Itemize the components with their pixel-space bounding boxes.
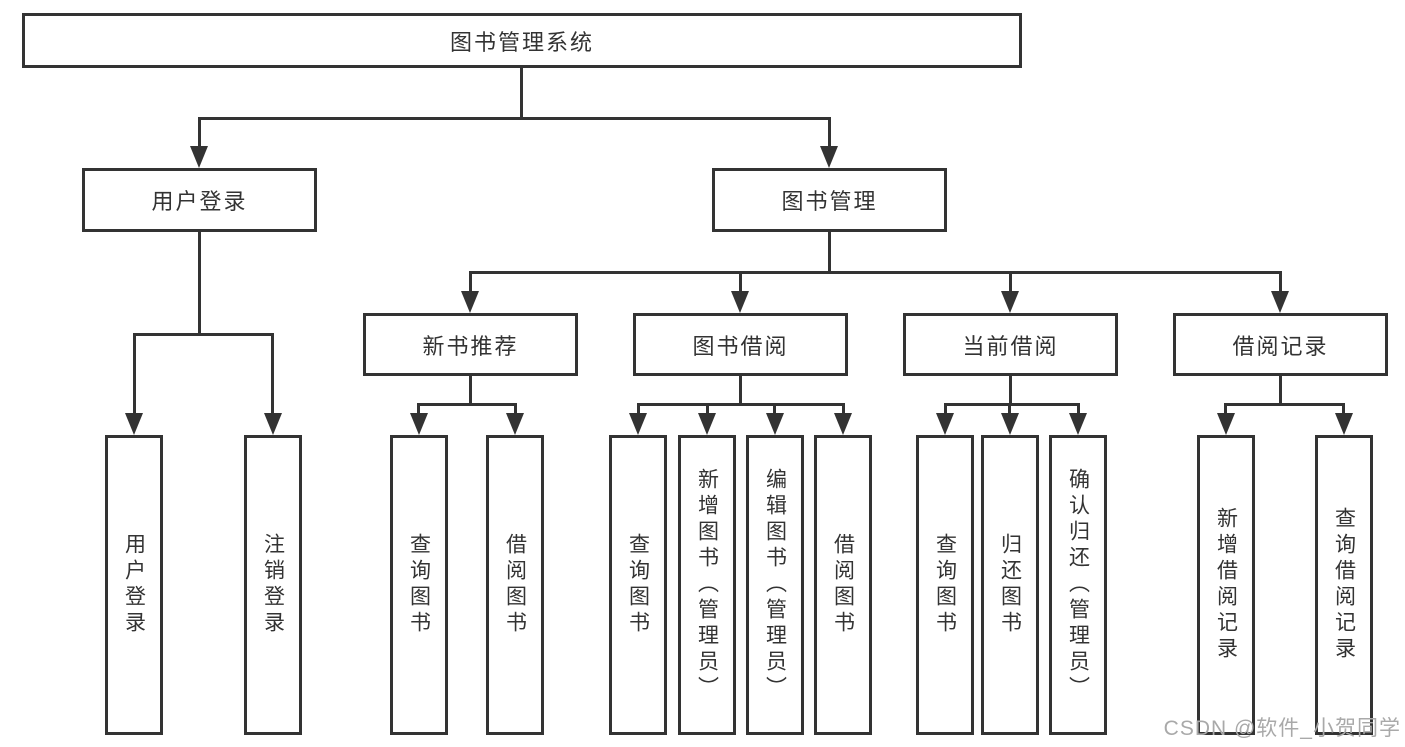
arrow-down-icon: [1001, 291, 1019, 313]
arrow-down-icon: [1069, 413, 1087, 435]
arrow-down-icon: [698, 413, 716, 435]
connector-line: [469, 271, 472, 295]
connector-line: [1224, 403, 1227, 416]
arrow-down-icon: [629, 413, 647, 435]
leaf-logout: 注销登录: [244, 435, 302, 735]
arrow-down-icon: [936, 413, 954, 435]
connector-line: [520, 66, 523, 119]
leaf-user-login: 用户登录: [105, 435, 163, 735]
connector-line: [198, 117, 201, 149]
leaf-add-book-admin: 新增图书（管理员）: [678, 435, 736, 735]
connector-line: [417, 403, 420, 416]
node-book-management: 图书管理: [712, 168, 947, 232]
connector-line: [198, 230, 201, 335]
arrow-down-icon: [834, 413, 852, 435]
csdn-watermark: CSDN @软件_小贺同学: [1163, 717, 1401, 740]
arrow-down-icon: [264, 413, 282, 435]
leaf-query-books-borrowing: 查询图书: [609, 435, 667, 735]
connector-line: [469, 271, 1282, 274]
arrow-down-icon: [766, 413, 784, 435]
arrow-down-icon: [125, 413, 143, 435]
arrow-down-icon: [506, 413, 524, 435]
arrow-down-icon: [190, 146, 208, 168]
leaf-query-borrow-record: 查询借阅记录: [1315, 435, 1373, 735]
connector-line: [1342, 403, 1345, 416]
connector-line: [739, 271, 742, 295]
connector-line: [944, 403, 947, 416]
connector-line: [1008, 403, 1011, 416]
connector-line: [828, 117, 831, 149]
node-borrowing-records: 借阅记录: [1173, 313, 1388, 376]
connector-line: [1224, 403, 1345, 406]
connector-line: [469, 374, 472, 405]
leaf-borrow-books-borrowing: 借阅图书: [814, 435, 872, 735]
leaf-add-borrow-record: 新增借阅记录: [1197, 435, 1255, 735]
leaf-return-book: 归还图书: [981, 435, 1039, 735]
connector-line: [198, 117, 831, 120]
arrow-down-icon: [1217, 413, 1235, 435]
leaf-borrow-books-recommend: 借阅图书: [486, 435, 544, 735]
connector-line: [637, 403, 845, 406]
arrow-down-icon: [731, 291, 749, 313]
node-user-login: 用户登录: [82, 168, 317, 232]
connector-line: [1009, 374, 1012, 405]
leaf-query-books-current: 查询图书: [916, 435, 974, 735]
arrow-down-icon: [461, 291, 479, 313]
connector-line: [944, 403, 1080, 406]
arrow-down-icon: [1335, 413, 1353, 435]
arrow-down-icon: [1001, 413, 1019, 435]
connector-line: [271, 333, 274, 415]
connector-line: [842, 403, 845, 416]
connector-line: [739, 374, 742, 405]
connector-line: [133, 333, 136, 415]
connector-line: [1077, 403, 1080, 416]
connector-line: [637, 403, 640, 416]
leaf-edit-book-admin: 编辑图书（管理员）: [746, 435, 804, 735]
connector-line: [514, 403, 517, 416]
connector-line: [1009, 271, 1012, 295]
leaf-query-books-recommend: 查询图书: [390, 435, 448, 735]
connector-line: [1279, 271, 1282, 295]
node-book-borrowing: 图书借阅: [633, 313, 848, 376]
leaf-confirm-return-admin: 确认归还（管理员）: [1049, 435, 1107, 735]
node-new-book-recommend: 新书推荐: [363, 313, 578, 376]
connector-line: [706, 403, 709, 416]
connector-line: [133, 333, 274, 336]
connector-line: [1279, 374, 1282, 405]
node-library-management-system: 图书管理系统: [22, 13, 1022, 68]
connector-line: [417, 403, 517, 406]
node-current-borrowing: 当前借阅: [903, 313, 1118, 376]
connector-line: [773, 403, 776, 416]
arrow-down-icon: [410, 413, 428, 435]
arrow-down-icon: [1271, 291, 1289, 313]
connector-line: [828, 230, 831, 273]
arrow-down-icon: [820, 146, 838, 168]
